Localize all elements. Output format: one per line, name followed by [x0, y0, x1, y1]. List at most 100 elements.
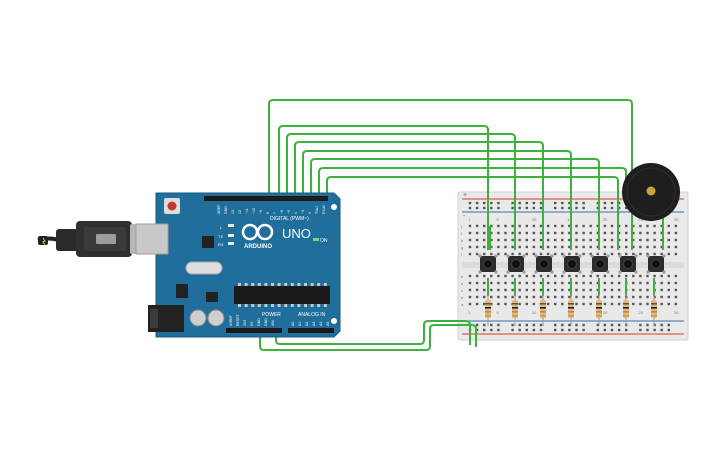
pushbutton[interactable]	[618, 254, 638, 274]
digital-pin-label: AREF	[217, 205, 221, 214]
row-letter: g	[461, 245, 463, 250]
digital-pin-label: ~10	[252, 208, 256, 214]
usb-bolt-icon	[42, 237, 46, 246]
column-number-top: 1	[468, 217, 471, 222]
digital-pin-label: ~3	[301, 210, 305, 214]
resistors	[485, 294, 657, 326]
wire-pin5-button2	[294, 141, 544, 250]
wire-pin4-button1	[286, 133, 516, 250]
analog-pin-label: A3	[312, 322, 316, 326]
power-pin-label: GND	[264, 318, 268, 326]
resistor[interactable]	[651, 294, 657, 326]
digital-pin-label: ~11	[245, 208, 249, 214]
digital-pin-label: 13	[231, 210, 235, 214]
power-pin-label: GND	[257, 318, 261, 326]
arduino-model: UNO	[282, 226, 311, 241]
row-letter: e	[461, 274, 464, 279]
digital-header-label: DIGITAL (PWM~)	[270, 216, 309, 222]
column-number-top: 30	[674, 217, 679, 222]
l-led-label: L	[220, 225, 223, 230]
wire-pin3-buzzer	[278, 125, 489, 250]
resistor[interactable]	[485, 294, 491, 326]
power-pin-label: IOREF	[229, 315, 233, 326]
wire-pin9-button6	[326, 176, 619, 250]
tx-led-label: TX	[218, 234, 223, 239]
resistor[interactable]	[540, 294, 546, 326]
column-number-top: 20	[603, 217, 608, 222]
wire-pin2-button7	[268, 99, 633, 250]
column-number-top: 5	[496, 217, 499, 222]
buzzer-center-icon	[646, 186, 656, 196]
row-letter: a	[461, 302, 464, 307]
rx-led-label: RX	[218, 242, 224, 247]
row-letter: j	[460, 224, 462, 229]
power-header-label: POWER	[262, 312, 281, 318]
pushbutton[interactable]	[478, 254, 498, 274]
row-letter: d	[461, 281, 463, 286]
digital-pin-label: RX◂0	[322, 205, 326, 214]
atmega-chip	[234, 286, 330, 304]
digital-pin-label: 7	[273, 212, 277, 214]
resistor[interactable]	[623, 294, 629, 326]
pushbutton[interactable]	[506, 254, 526, 274]
wire-5v-rail	[259, 320, 477, 351]
pushbutton[interactable]	[590, 254, 610, 274]
column-number-bottom: 20	[603, 310, 608, 315]
digital-pin-label: 12	[238, 210, 242, 214]
digital-pin-label: 2	[308, 212, 312, 214]
arduino-uno-board[interactable]: ARDUINO UNO ON L TX RX DIGITAL (PWM~) PO…	[135, 192, 341, 338]
arduino-logo-icon	[241, 223, 274, 241]
analog-header[interactable]	[288, 328, 334, 333]
arduino-brand: ARDUINO	[244, 244, 272, 250]
wire-pin8-button5	[318, 167, 627, 197]
power-pin-label: 5V	[250, 321, 254, 326]
row-letter: f	[461, 252, 463, 257]
column-number-bottom: 5	[496, 310, 499, 315]
power-pin-label: VIN	[271, 320, 275, 326]
analog-pin-label: A1	[298, 322, 302, 326]
resistor[interactable]	[596, 294, 602, 326]
pushbuttons	[478, 254, 666, 274]
piezo-buzzer[interactable]	[622, 163, 680, 221]
column-number-bottom: 30	[674, 310, 679, 315]
power-pin-label: 3V3	[243, 320, 247, 326]
pushbutton[interactable]	[534, 254, 554, 274]
wire-gnd-rail	[275, 320, 471, 345]
pushbutton[interactable]	[646, 254, 666, 274]
resistor[interactable]	[512, 294, 518, 326]
analog-pin-label: A5	[326, 322, 330, 326]
digital-pin-label: ~5	[287, 210, 291, 214]
rail-minus-label: -	[463, 213, 466, 220]
column-number-top: 10	[532, 217, 537, 222]
row-letter: c	[461, 288, 463, 293]
on-led-label: ON	[320, 238, 328, 244]
analog-pin-label: A4	[319, 322, 323, 326]
digital-pin-label: GND	[224, 206, 228, 214]
digital-pin-label: 8	[266, 212, 270, 214]
column-number-bottom: 1	[468, 310, 471, 315]
digital-pin-label: 4	[294, 212, 298, 214]
digital-pin-label: ~9	[259, 210, 263, 214]
column-number-top: 25	[638, 217, 643, 222]
digital-header[interactable]	[204, 196, 328, 201]
power-header[interactable]	[226, 328, 282, 333]
digital-pin-label: ~6	[280, 210, 284, 214]
power-pin-label: RESET	[236, 313, 240, 326]
column-number-bottom: 10	[532, 310, 537, 315]
usb-socket	[135, 223, 169, 255]
resistor[interactable]	[568, 294, 574, 326]
row-letter: b	[461, 295, 464, 300]
column-number-bottom: 25	[638, 310, 643, 315]
row-letter: h	[461, 238, 463, 243]
rail-plus-label: +	[463, 192, 467, 199]
wires	[259, 99, 664, 351]
row-letter: i	[461, 231, 462, 236]
wire-pin6-button3	[302, 150, 572, 250]
wire-pin7-button4	[310, 158, 600, 250]
analog-header-label: ANALOG IN	[298, 312, 326, 318]
analog-pin-label: A0	[291, 322, 295, 326]
pushbutton[interactable]	[562, 254, 582, 274]
analog-pin-label: A2	[305, 322, 309, 326]
